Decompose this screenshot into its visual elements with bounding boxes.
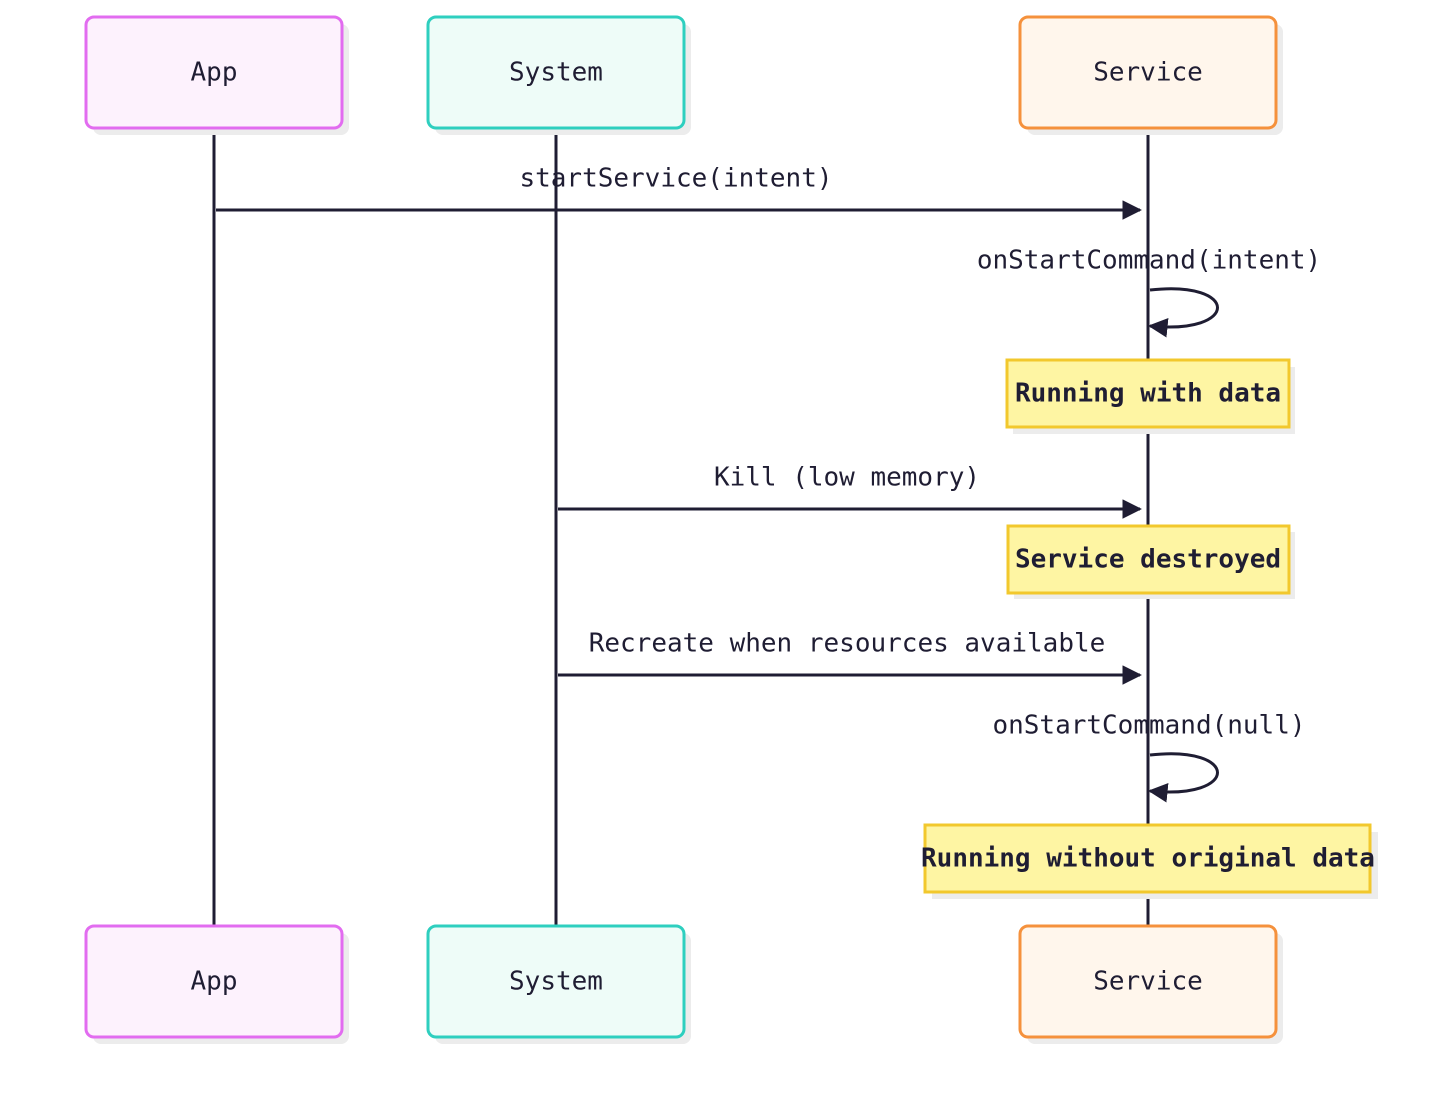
message-on-start-command-intent: onStartCommand(intent) [977,246,1321,338]
actor-app-bottom: App [84,924,349,1044]
actor-label-app-bottom: App [191,967,238,997]
actor-service-top: Service [1018,15,1283,135]
note-label-running-without-original-data: Running without original data [921,844,1375,874]
actor-system-top: System [426,15,691,135]
message-label-recreate: Recreate when resources available [589,629,1106,659]
message-recreate: Recreate when resources available [558,629,1142,685]
message-start-service: startService(intent) [216,164,1142,220]
note-running-without-original-data: Running without original data [921,823,1378,899]
actor-label-system: System [509,58,603,88]
message-label-kill-low-memory: Kill (low memory) [714,463,980,493]
message-label-on-start-command-null: onStartCommand(null) [992,711,1305,741]
note-label-service-destroyed: Service destroyed [1015,545,1281,575]
actor-label-service-bottom: Service [1093,967,1203,997]
note-running-with-data: Running with data [1005,358,1295,434]
actor-system-bottom: System [426,924,691,1044]
note-service-destroyed: Service destroyed [1006,524,1295,599]
actor-service-bottom: Service [1018,924,1283,1044]
actor-label-app: App [191,58,238,88]
message-label-start-service: startService(intent) [519,164,832,194]
self-loop-arrow-2 [1148,752,1219,803]
self-loop-arrow-1 [1148,287,1219,338]
message-label-on-start-command-intent: onStartCommand(intent) [977,246,1321,276]
message-on-start-command-null: onStartCommand(null) [992,711,1306,803]
actor-label-system-bottom: System [509,967,603,997]
actor-app-top: App [84,15,349,135]
message-kill-low-memory: Kill (low memory) [558,463,1142,519]
note-label-running-with-data: Running with data [1015,379,1281,409]
actor-label-service: Service [1093,58,1203,88]
